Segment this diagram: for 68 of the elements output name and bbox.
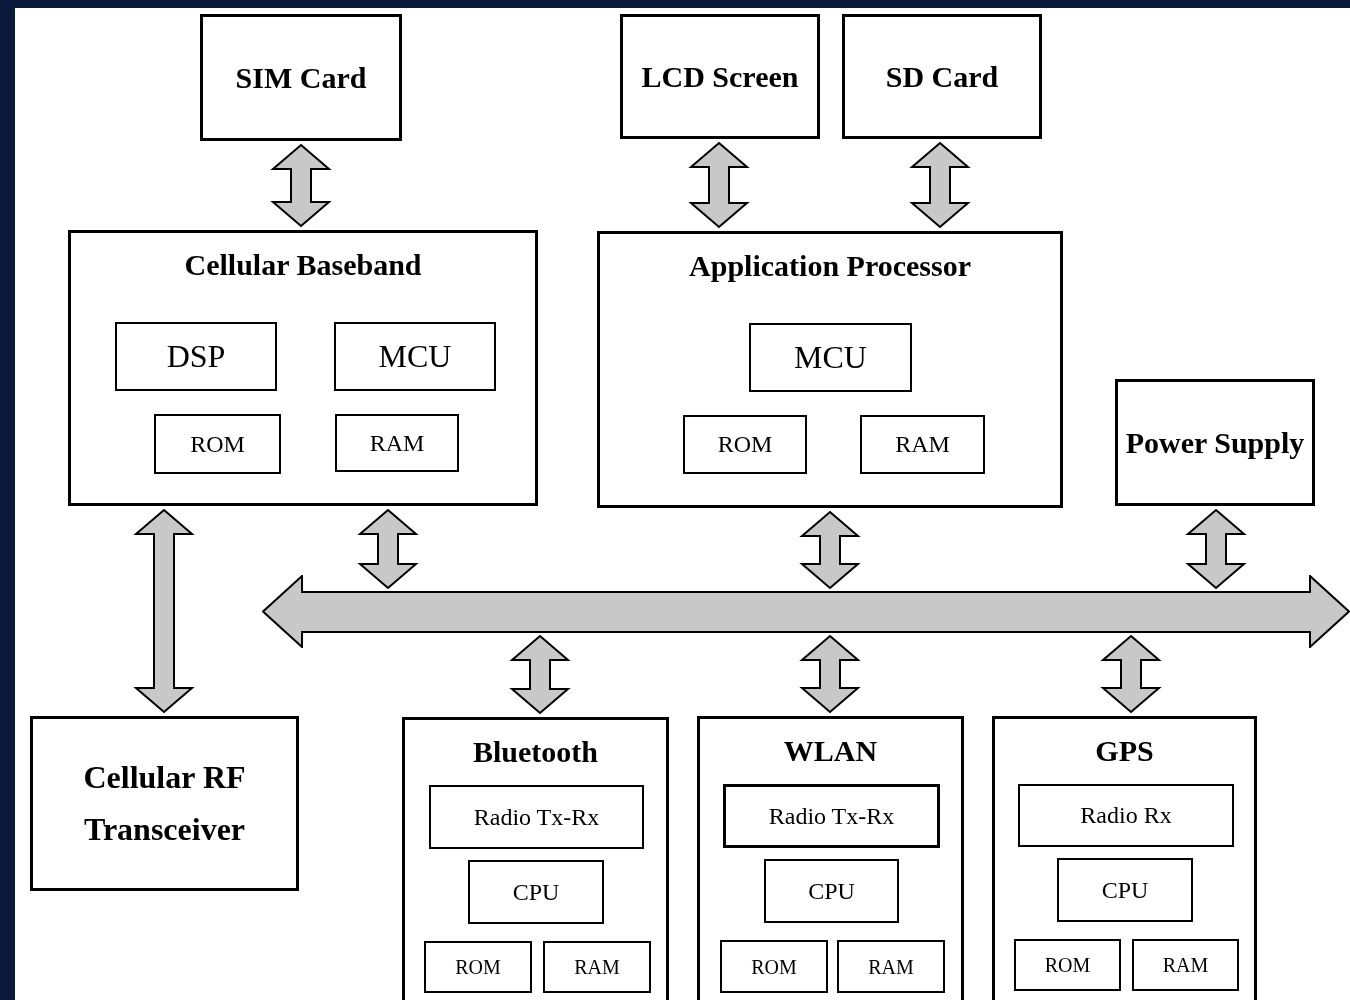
double-arrow	[1185, 508, 1247, 590]
block-label: LCD Screen	[640, 58, 800, 95]
block-label: DSP	[165, 336, 227, 376]
block-label: RAM	[368, 428, 426, 458]
component-block	[697, 716, 964, 1000]
block-label: RAM	[573, 955, 621, 980]
component-box	[334, 322, 496, 391]
component-box	[720, 940, 828, 993]
component-box	[723, 784, 940, 848]
block-label: CPU	[511, 877, 561, 907]
component-box	[860, 415, 985, 474]
double-arrow	[909, 141, 971, 229]
component-block	[68, 230, 538, 506]
block-label: Application Processor	[688, 248, 972, 284]
block-label: Radio Tx-Rx	[472, 802, 601, 832]
block-label: ROM	[750, 954, 798, 980]
component-box	[620, 14, 820, 139]
component-block	[597, 231, 1063, 508]
component-box	[154, 414, 281, 474]
double-arrow	[509, 634, 571, 715]
component-box	[749, 323, 912, 392]
block-label: CPU	[807, 876, 856, 906]
block-label: CPU	[1100, 875, 1150, 905]
component-box	[1014, 939, 1121, 991]
block-label: RAM	[1161, 953, 1210, 978]
component-box	[468, 860, 604, 924]
block-label: Radio Tx-Rx	[767, 801, 896, 831]
component-box	[1018, 784, 1234, 847]
component-box	[1057, 858, 1193, 922]
component-box	[30, 716, 299, 891]
component-block	[402, 717, 669, 1000]
component-box	[200, 14, 402, 141]
block-label: ROM	[716, 430, 774, 460]
block-label: RAM	[894, 430, 951, 460]
double-arrow	[270, 143, 332, 228]
block-label: Radio Rx	[1079, 801, 1173, 831]
block-label: ROM	[189, 429, 246, 459]
component-block	[992, 716, 1257, 1000]
block-label: SD Card	[884, 58, 1000, 95]
double-arrow	[357, 508, 419, 590]
block-label: SIM Card	[234, 59, 368, 96]
block-label: Cellular RF Transceiver	[82, 758, 247, 849]
double-arrow	[799, 634, 861, 714]
double-arrow	[688, 141, 750, 229]
component-box	[1115, 379, 1315, 506]
double-arrow	[133, 508, 195, 714]
component-box	[837, 940, 945, 993]
component-box	[335, 414, 459, 472]
block-label: MCU	[377, 336, 453, 376]
component-box	[764, 859, 899, 923]
block-label: Power Supply	[1124, 424, 1306, 461]
component-box	[1132, 939, 1239, 991]
block-label: GPS	[1094, 733, 1155, 769]
component-box	[543, 941, 651, 993]
block-label: ROM	[1043, 953, 1092, 978]
block-label: WLAN	[782, 733, 879, 769]
block-label: Bluetooth	[472, 734, 599, 770]
double-arrow	[799, 510, 861, 590]
component-box	[115, 322, 277, 391]
component-box	[683, 415, 807, 474]
block-label: ROM	[454, 955, 502, 980]
component-box	[842, 14, 1042, 139]
component-box	[424, 941, 532, 993]
block-label: MCU	[793, 337, 868, 377]
block-label: Cellular Baseband	[183, 247, 423, 283]
block-label: RAM	[867, 954, 915, 980]
component-box	[429, 785, 644, 849]
double-arrow	[1100, 634, 1162, 714]
